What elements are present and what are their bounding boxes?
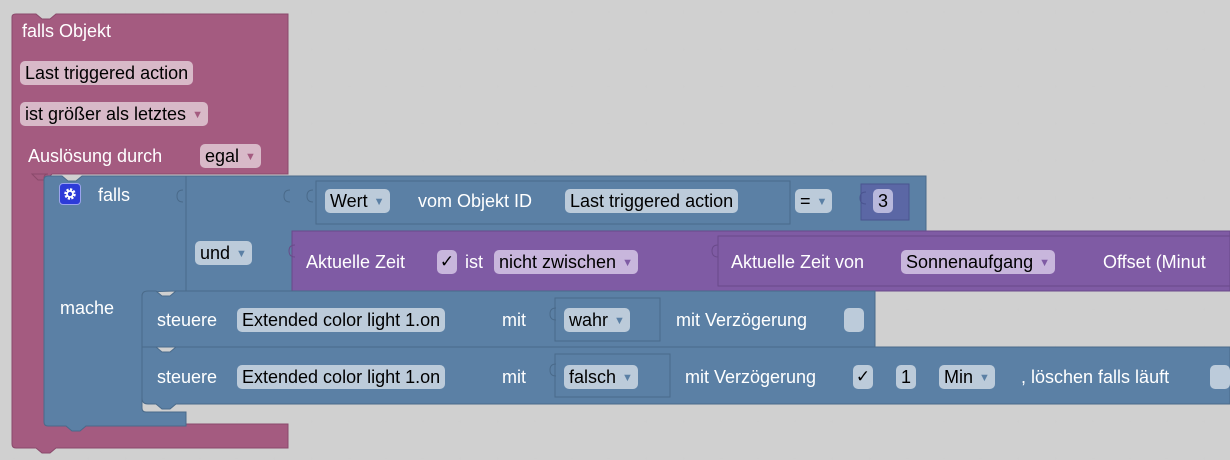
- astro-event-value: Sonnenaufgang: [906, 252, 1034, 272]
- compare-operator-value: =: [800, 191, 811, 211]
- chevron-down-icon: ▼: [373, 196, 385, 208]
- chevron-down-icon: ▼: [622, 372, 633, 384]
- action-2-value-dropdown[interactable]: falsch ▼: [564, 365, 638, 389]
- action-2-object-id-field[interactable]: Extended color light 1.on: [237, 365, 446, 389]
- action-2-clear-checkbox[interactable]: [1210, 365, 1230, 389]
- chevron-down-icon: ▼: [622, 257, 633, 269]
- chevron-down-icon: ▼: [816, 196, 828, 208]
- trigger-condition-dropdown[interactable]: ist größer als letztes ▼: [20, 102, 208, 126]
- action-2-with-label: mit: [502, 367, 526, 387]
- chevron-down-icon: ▼: [614, 315, 625, 327]
- compare-object-id-field[interactable]: Last triggered action: [565, 189, 739, 213]
- time-check-label: Aktuelle Zeit: [306, 252, 406, 272]
- trigger-condition-value: ist größer als letztes: [25, 104, 187, 124]
- action-block-1: [141, 290, 876, 348]
- logic-operator-value: und: [200, 243, 231, 263]
- time-check-checkbox[interactable]: ✓: [437, 250, 457, 274]
- number-value-field[interactable]: 3: [873, 189, 894, 213]
- time-is-label: ist: [465, 252, 483, 272]
- chevron-down-icon: ▼: [192, 109, 203, 121]
- action-2-delay-unit-value: Min: [944, 367, 974, 387]
- do-label: mache: [60, 298, 115, 318]
- time-mode-value: nicht zwischen: [499, 252, 617, 272]
- action-1-delay-checkbox[interactable]: [844, 308, 864, 332]
- action-1-delay-label: mit Verzögerung: [676, 310, 808, 330]
- chevron-down-icon: ▼: [1039, 257, 1051, 269]
- action-2-value: falsch: [569, 367, 617, 387]
- action-1-value: wahr: [569, 310, 609, 330]
- compare-operator-dropdown[interactable]: =▼: [795, 189, 833, 213]
- action-2-delay-label: mit Verzögerung: [685, 367, 817, 387]
- time-mode-dropdown[interactable]: nicht zwischen ▼: [494, 250, 638, 274]
- compare-of-label: vom Objekt ID: [418, 191, 533, 211]
- if-label: falls: [98, 185, 131, 205]
- action-1-with-label: mit: [502, 310, 526, 330]
- action-2-delay-checkbox[interactable]: ✓: [853, 365, 873, 389]
- time-inner-label: Aktuelle Zeit von: [731, 252, 865, 272]
- action-2-clear-label: , löschen falls läuft: [1021, 367, 1170, 387]
- action-block-2: [141, 346, 1230, 410]
- chevron-down-icon: ▼: [245, 151, 256, 163]
- chevron-down-icon: ▼: [979, 372, 990, 384]
- trigger-by-value: egal: [205, 146, 240, 166]
- offset-label: Offset (Minut: [1103, 252, 1206, 272]
- action-1-value-dropdown[interactable]: wahr ▼: [564, 308, 630, 332]
- mutator-gear-button[interactable]: [59, 183, 81, 205]
- compare-attr-value: Wert: [330, 191, 368, 211]
- action-2-delay-unit-dropdown[interactable]: Min ▼: [939, 365, 995, 389]
- trigger-by-label: Auslösung durch: [28, 146, 163, 166]
- action-2-label: steuere: [157, 367, 218, 387]
- gear-icon: [64, 188, 76, 200]
- action-1-label: steuere: [157, 310, 218, 330]
- astro-event-dropdown[interactable]: Sonnenaufgang ▼: [901, 250, 1056, 274]
- trigger-object-id-field[interactable]: Last triggered action: [20, 61, 194, 85]
- action-2-delay-amount-field[interactable]: 1: [896, 365, 917, 389]
- chevron-down-icon: ▼: [236, 248, 247, 260]
- trigger-by-dropdown[interactable]: egal ▼: [200, 144, 261, 168]
- action-1-object-id-field[interactable]: Extended color light 1.on: [237, 308, 446, 332]
- logic-operator-dropdown[interactable]: und ▼: [195, 241, 252, 265]
- compare-attr-dropdown[interactable]: Wert ▼: [325, 189, 390, 213]
- trigger-title: falls Objekt: [22, 21, 112, 41]
